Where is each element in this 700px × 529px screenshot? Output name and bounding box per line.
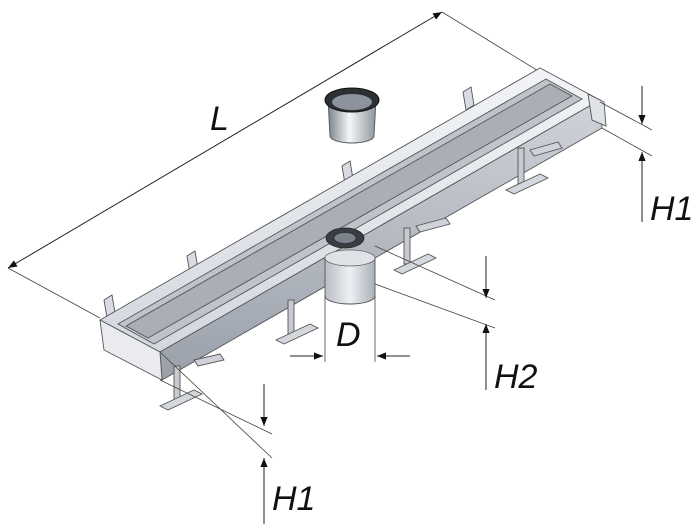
diameter-dimension: D [290, 296, 410, 362]
odour-trap [324, 87, 380, 144]
outlet-pipe [324, 249, 376, 305]
diameter-label: D [336, 316, 361, 354]
height-right-label: H1 [650, 190, 693, 228]
front-legs [158, 141, 563, 411]
height-outlet-dimension: H2 [374, 245, 538, 396]
height-right-dimension: H1 [599, 86, 693, 228]
length-label: L [210, 100, 229, 138]
height-left-label: H1 [272, 480, 315, 518]
length-dimension: L [7, 11, 541, 319]
height-left-dimension: H1 [159, 351, 315, 524]
height-outlet-label: H2 [494, 358, 538, 396]
